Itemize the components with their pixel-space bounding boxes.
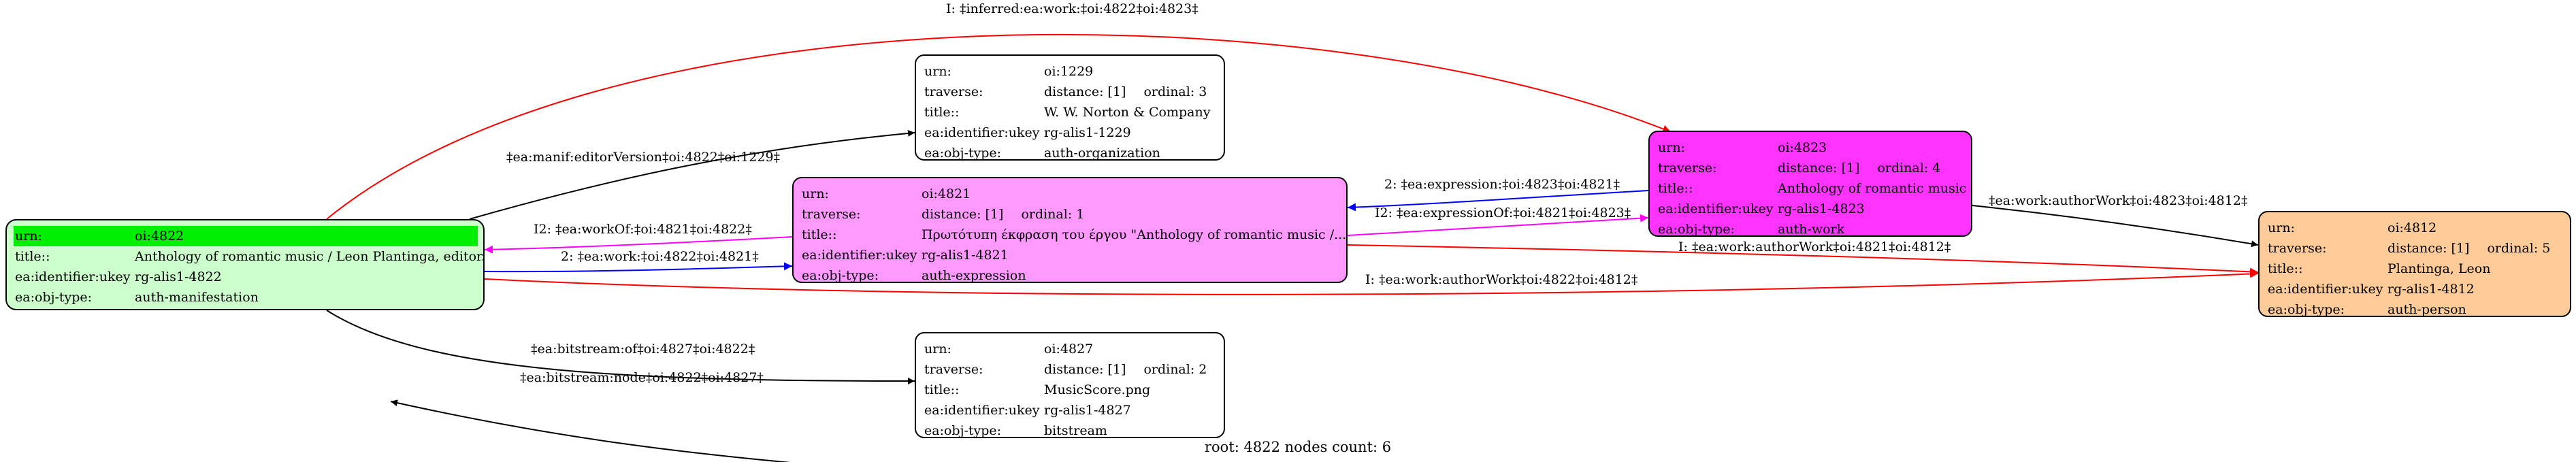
node-ukey-row: ea:identifier:ukey rg-alis1-1229 (924, 125, 1131, 140)
node-traverse-row: traverse: distance: [1] ordinal: 4 (1658, 161, 1941, 176)
node-traverse-row: traverse: distance: [1] ordinal: 3 (924, 84, 1207, 99)
node-traverse-row: traverse: distance: [1] ordinal: 1 (802, 207, 1085, 222)
node-objtype-row: ea:obj-type: auth-expression (802, 268, 1026, 283)
graph-footer: root: 4822 nodes count: 6 (1205, 439, 1392, 455)
node-title-row: title:: Πρωτότυπη έκφραση του έργου "Ant… (802, 227, 1347, 242)
edge-label-bitstream-node: ‡ea:bitstream:node‡oi:4822‡oi:4827‡ (520, 370, 764, 385)
node-4823[interactable]: urn: oi:4823 traverse: distance: [1] ord… (1648, 131, 1972, 237)
edge-bitstream-node (326, 310, 915, 384)
edge-label-author-work-4822: I: ‡ea:work:authorWork‡oi:4822‡oi:4812‡ (1365, 272, 1638, 287)
node-4812[interactable]: urn: oi:4812 traverse: distance: [1] ord… (2258, 211, 2571, 317)
node-objtype-row: ea:obj-type: bitstream (924, 423, 1107, 438)
edge-label-author-work-4821: I: ‡ea:work:authorWork‡oi:4821‡oi:4812‡ (1678, 240, 1951, 254)
edge-expression-of (1347, 214, 1649, 236)
node-traverse-row: traverse: distance: [1] ordinal: 2 (924, 362, 1207, 377)
node-ukey-row: ea:identifier:ukey rg-alis1-4812 (2268, 282, 2475, 297)
edge-bitstream-of (390, 399, 791, 462)
node-4821[interactable]: urn: oi:4821 traverse: distance: [1] ord… (792, 177, 1348, 283)
node-urn-row: urn: oi:4823 (1658, 140, 1827, 155)
node-title-row: title:: Anthology of romantic music / Le… (15, 249, 486, 264)
edge-author-work-4823 (1972, 205, 2259, 248)
node-urn-row: urn: oi:4821 (802, 186, 971, 201)
edge-label-work: 2: ‡ea:work:‡oi:4822‡oi:4821‡ (561, 249, 759, 264)
node-1229[interactable]: urn: oi:1229 traverse: distance: [1] ord… (915, 54, 1225, 161)
node-4827[interactable]: urn: oi:4827 traverse: distance: [1] ord… (915, 332, 1225, 438)
edge-author-work-4822 (484, 269, 2259, 295)
edge-editor-version (469, 129, 915, 220)
node-ukey-row: ea:identifier:ukey rg-alis1-4821 (802, 248, 1009, 263)
edge-label-work-of: I2: ‡ea:workOf:‡oi:4821‡oi:4822‡ (534, 222, 752, 237)
node-title-row: title:: Anthology of romantic music (1658, 181, 1967, 196)
node-4822[interactable]: urn: oi:4822 title:: Anthology of romant… (5, 219, 485, 310)
edge-label-editor-version: ‡ea:manif:editorVersion‡oi:4822‡oi:1229‡ (506, 150, 781, 165)
edge-label-expression-of: I2: ‡ea:expressionOf:‡oi:4821‡oi:4823‡ (1375, 205, 1631, 220)
edge-label-author-work-4823: ‡ea:work:authorWork‡oi:4823‡oi:4812‡ (1989, 193, 2248, 208)
edge-label-expression: 2: ‡ea:expression:‡oi:4823‡oi:4821‡ (1384, 177, 1620, 192)
edge-inferred-work (326, 33, 1672, 220)
edge-author-work-4821 (1347, 244, 2259, 276)
edge-expression (1347, 190, 1649, 212)
node-urn-row: urn: oi:4827 (924, 342, 1094, 357)
edge-work (484, 262, 793, 273)
node-title-row: title:: MusicScore.png (924, 382, 1151, 397)
node-traverse-row: traverse: distance: [1] ordinal: 5 (2268, 241, 2551, 256)
node-ukey-row: ea:identifier:ukey rg-alis1-4827 (924, 403, 1131, 418)
node-objtype-row: ea:obj-type: auth-person (2268, 302, 2466, 317)
node-ukey-row: ea:identifier:ukey rg-alis1-4822 (15, 269, 222, 284)
node-objtype-row: ea:obj-type: auth-organization (924, 146, 1160, 161)
edge-label-bitstream-of: ‡ea:bitstream:of‡oi:4827‡oi:4822‡ (531, 342, 755, 357)
edge-label-inferred-work: I: ‡inferred:ea:work:‡oi:4822‡oi:4823‡ (946, 1, 1199, 16)
node-title-row: title:: Plantinga, Leon (2268, 261, 2491, 276)
node-objtype-row: ea:obj-type: auth-manifestation (15, 290, 259, 305)
node-ukey-row: ea:identifier:ukey rg-alis1-4823 (1658, 201, 1865, 216)
edge-work-of (484, 236, 793, 254)
node-urn-row: urn: oi:4822 (14, 226, 478, 246)
node-urn-row: urn: oi:4812 (2268, 220, 2437, 235)
node-urn-row: urn: oi:1229 (924, 64, 1094, 79)
node-title-row: title:: W. W. Norton & Company (924, 105, 1211, 120)
node-objtype-row: ea:obj-type: auth-work (1658, 222, 1845, 237)
